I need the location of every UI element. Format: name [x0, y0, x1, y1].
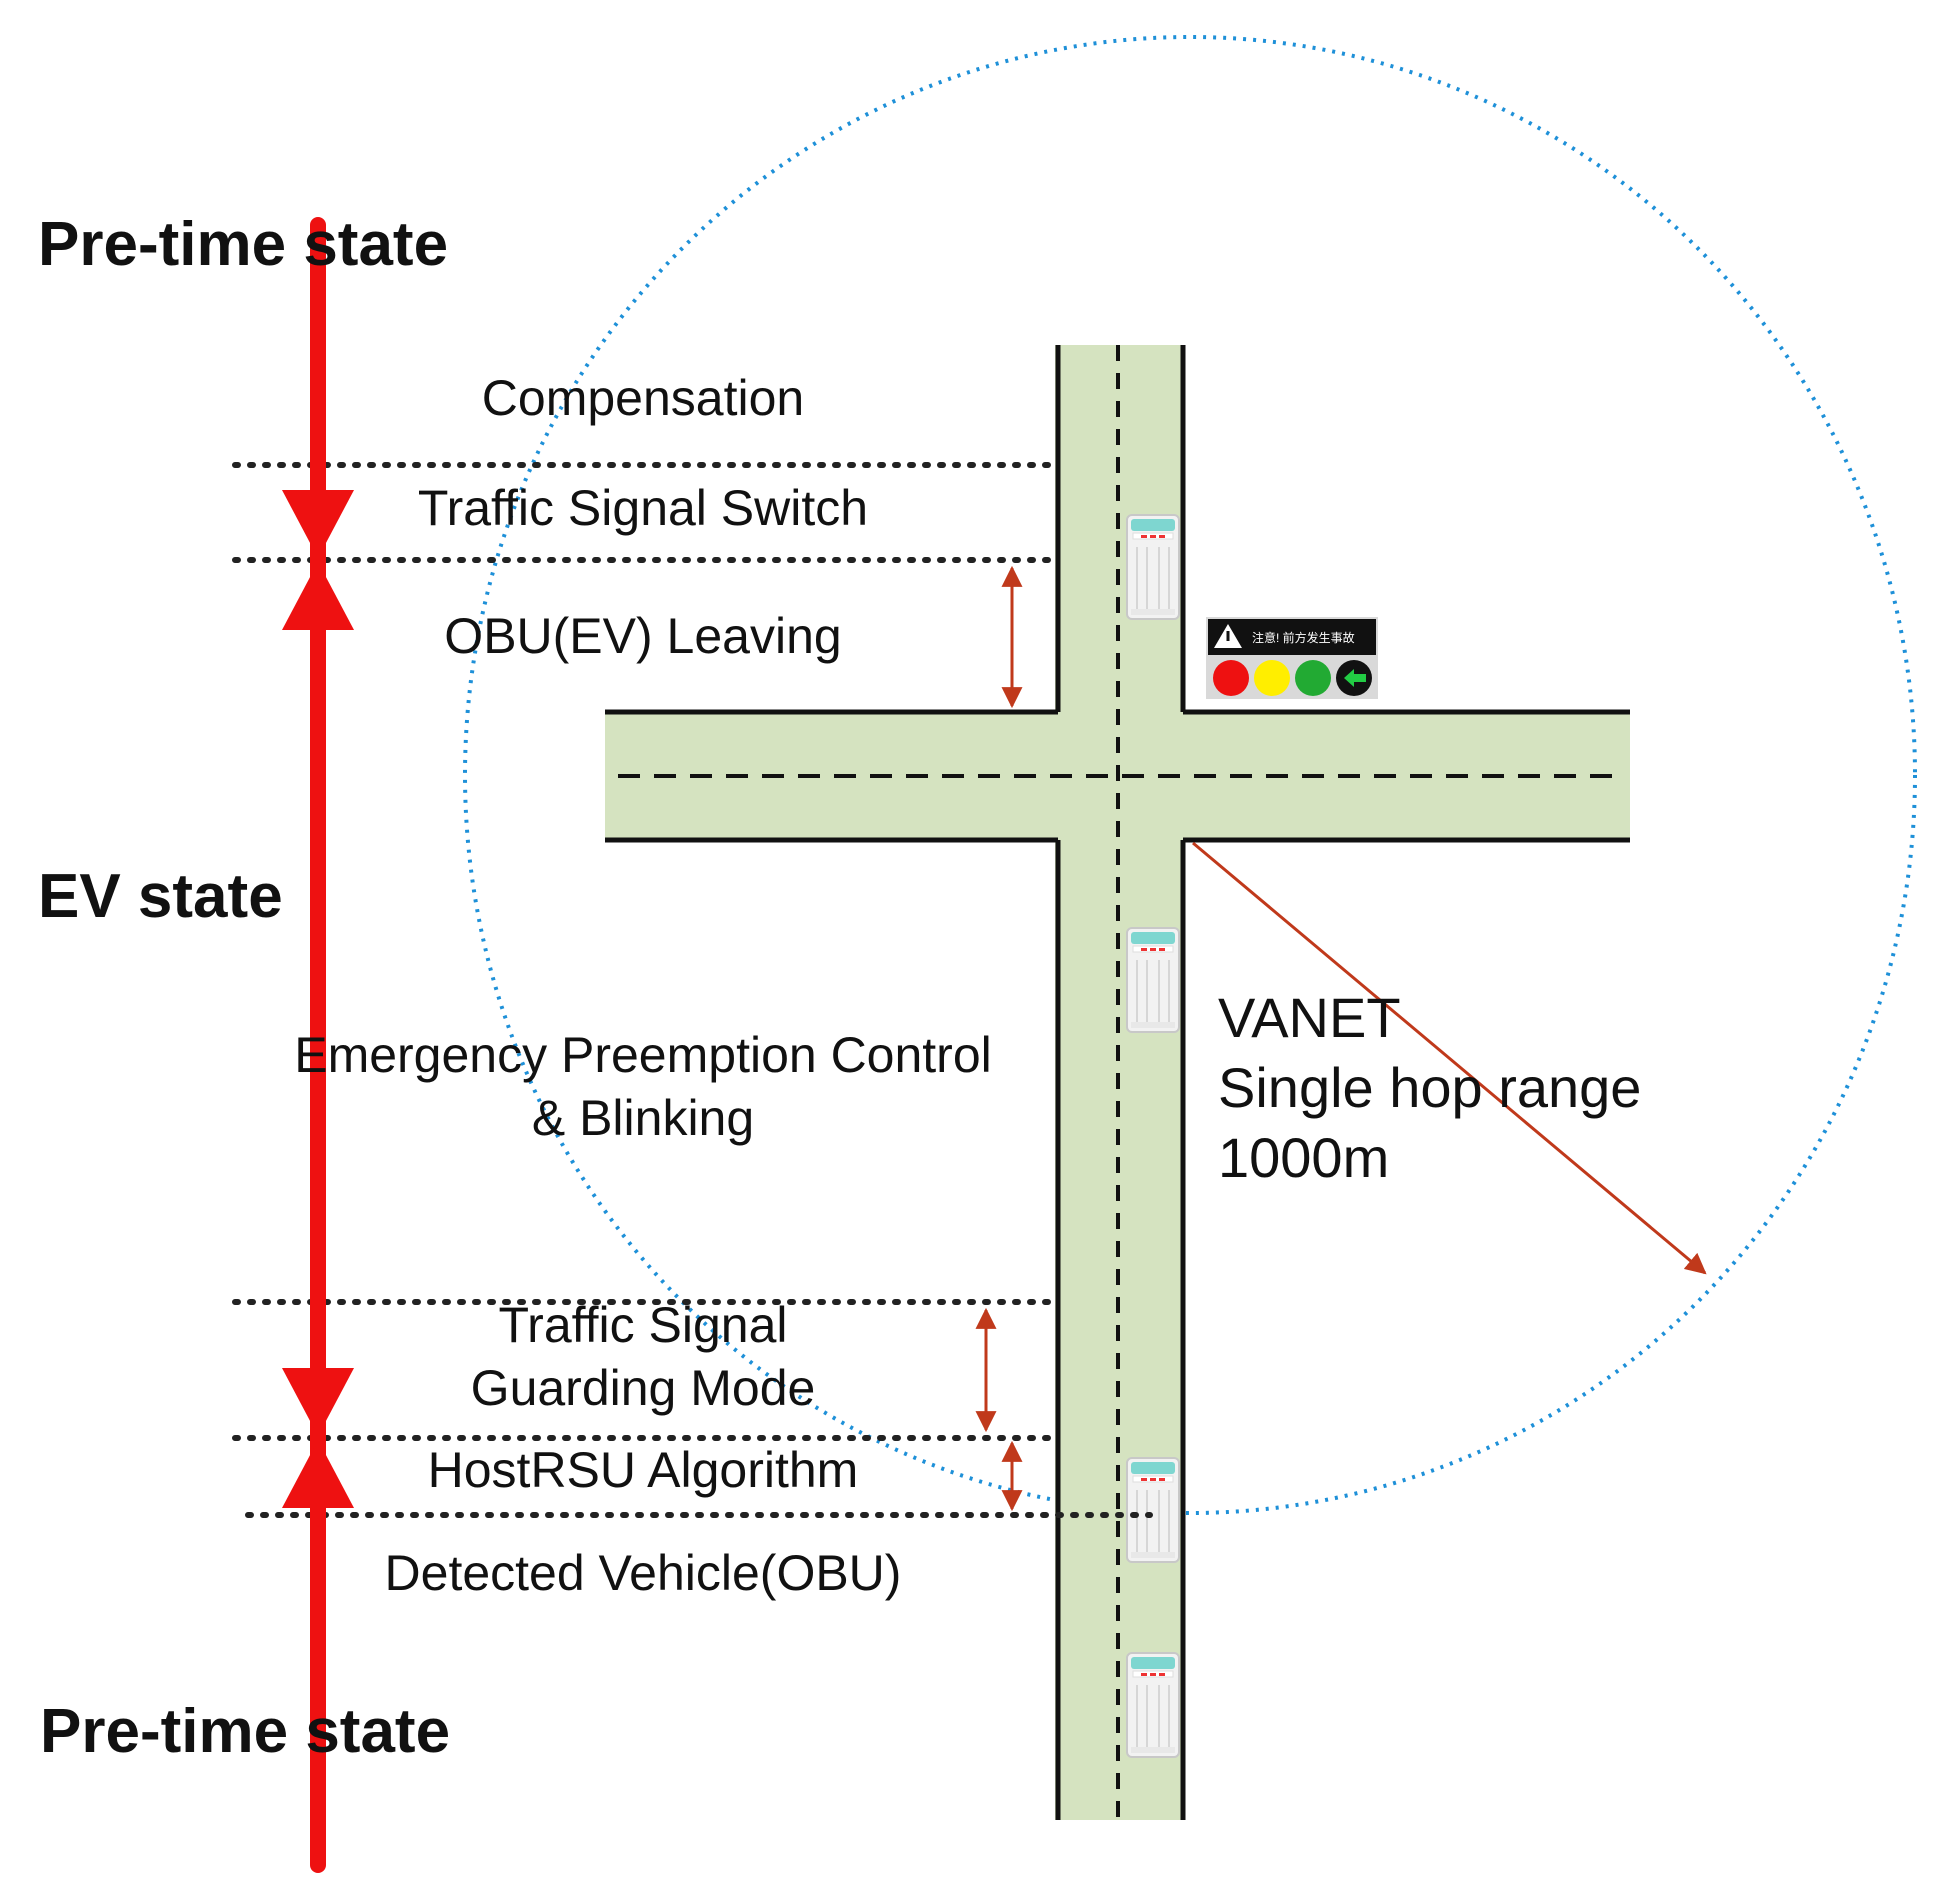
- state-label-bottom: Pre-time state: [40, 1697, 450, 1766]
- vanet-title: VANET: [1218, 986, 1401, 1049]
- vanet-label: VANET Single hop range 1000m: [1218, 986, 1641, 1189]
- vehicle-icon: [1126, 1652, 1180, 1758]
- stage-boundaries: [232, 462, 1153, 1518]
- down-arrow-icon: [282, 1368, 354, 1436]
- vanet-range-text: Single hop range: [1218, 1056, 1641, 1119]
- red-light: [1213, 660, 1249, 696]
- vanet-radius-arrow: [1192, 841, 1707, 1275]
- up-arrow-icon: [282, 1440, 354, 1508]
- vanet-range-circle: [463, 35, 1917, 1515]
- green-light: [1295, 660, 1331, 696]
- phase-compensation: Compensation: [482, 370, 804, 426]
- phase-obu-leaving: OBU(EV) Leaving: [444, 608, 841, 664]
- vehicle-icon: [1126, 514, 1180, 620]
- phase-guarding-line1: Traffic Signal: [498, 1297, 787, 1353]
- state-label-top: Pre-time state: [38, 210, 448, 279]
- up-arrow-icon: [282, 562, 354, 630]
- phase-preemption-line1: Emergency Preemption Control: [294, 1027, 992, 1083]
- measure-arrows: [975, 565, 1707, 1512]
- vehicle-icon: [1126, 927, 1180, 1033]
- state-label-ev: EV state: [38, 862, 283, 931]
- yellow-light: [1254, 660, 1290, 696]
- phase-labels: Compensation Traffic Signal Switch OBU(E…: [294, 370, 992, 1601]
- phase-detected: Detected Vehicle(OBU): [385, 1545, 902, 1601]
- phase-preemption-line2: & Blinking: [532, 1090, 754, 1146]
- phase-signal-switch: Traffic Signal Switch: [418, 480, 868, 536]
- intersection-roads: [605, 345, 1630, 1820]
- vanet-distance: 1000m: [1218, 1126, 1389, 1189]
- traffic-light-icon: 注意! 前方发生事故: [1206, 617, 1378, 699]
- vehicle-icon: [1126, 1457, 1180, 1563]
- phase-hostrsu: HostRSU Algorithm: [428, 1442, 859, 1498]
- phase-guarding-line2: Guarding Mode: [471, 1360, 816, 1416]
- state-timeline: [282, 217, 354, 1873]
- warning-sign-text: 注意! 前方发生事故: [1252, 630, 1355, 645]
- down-arrow-icon: [282, 490, 354, 558]
